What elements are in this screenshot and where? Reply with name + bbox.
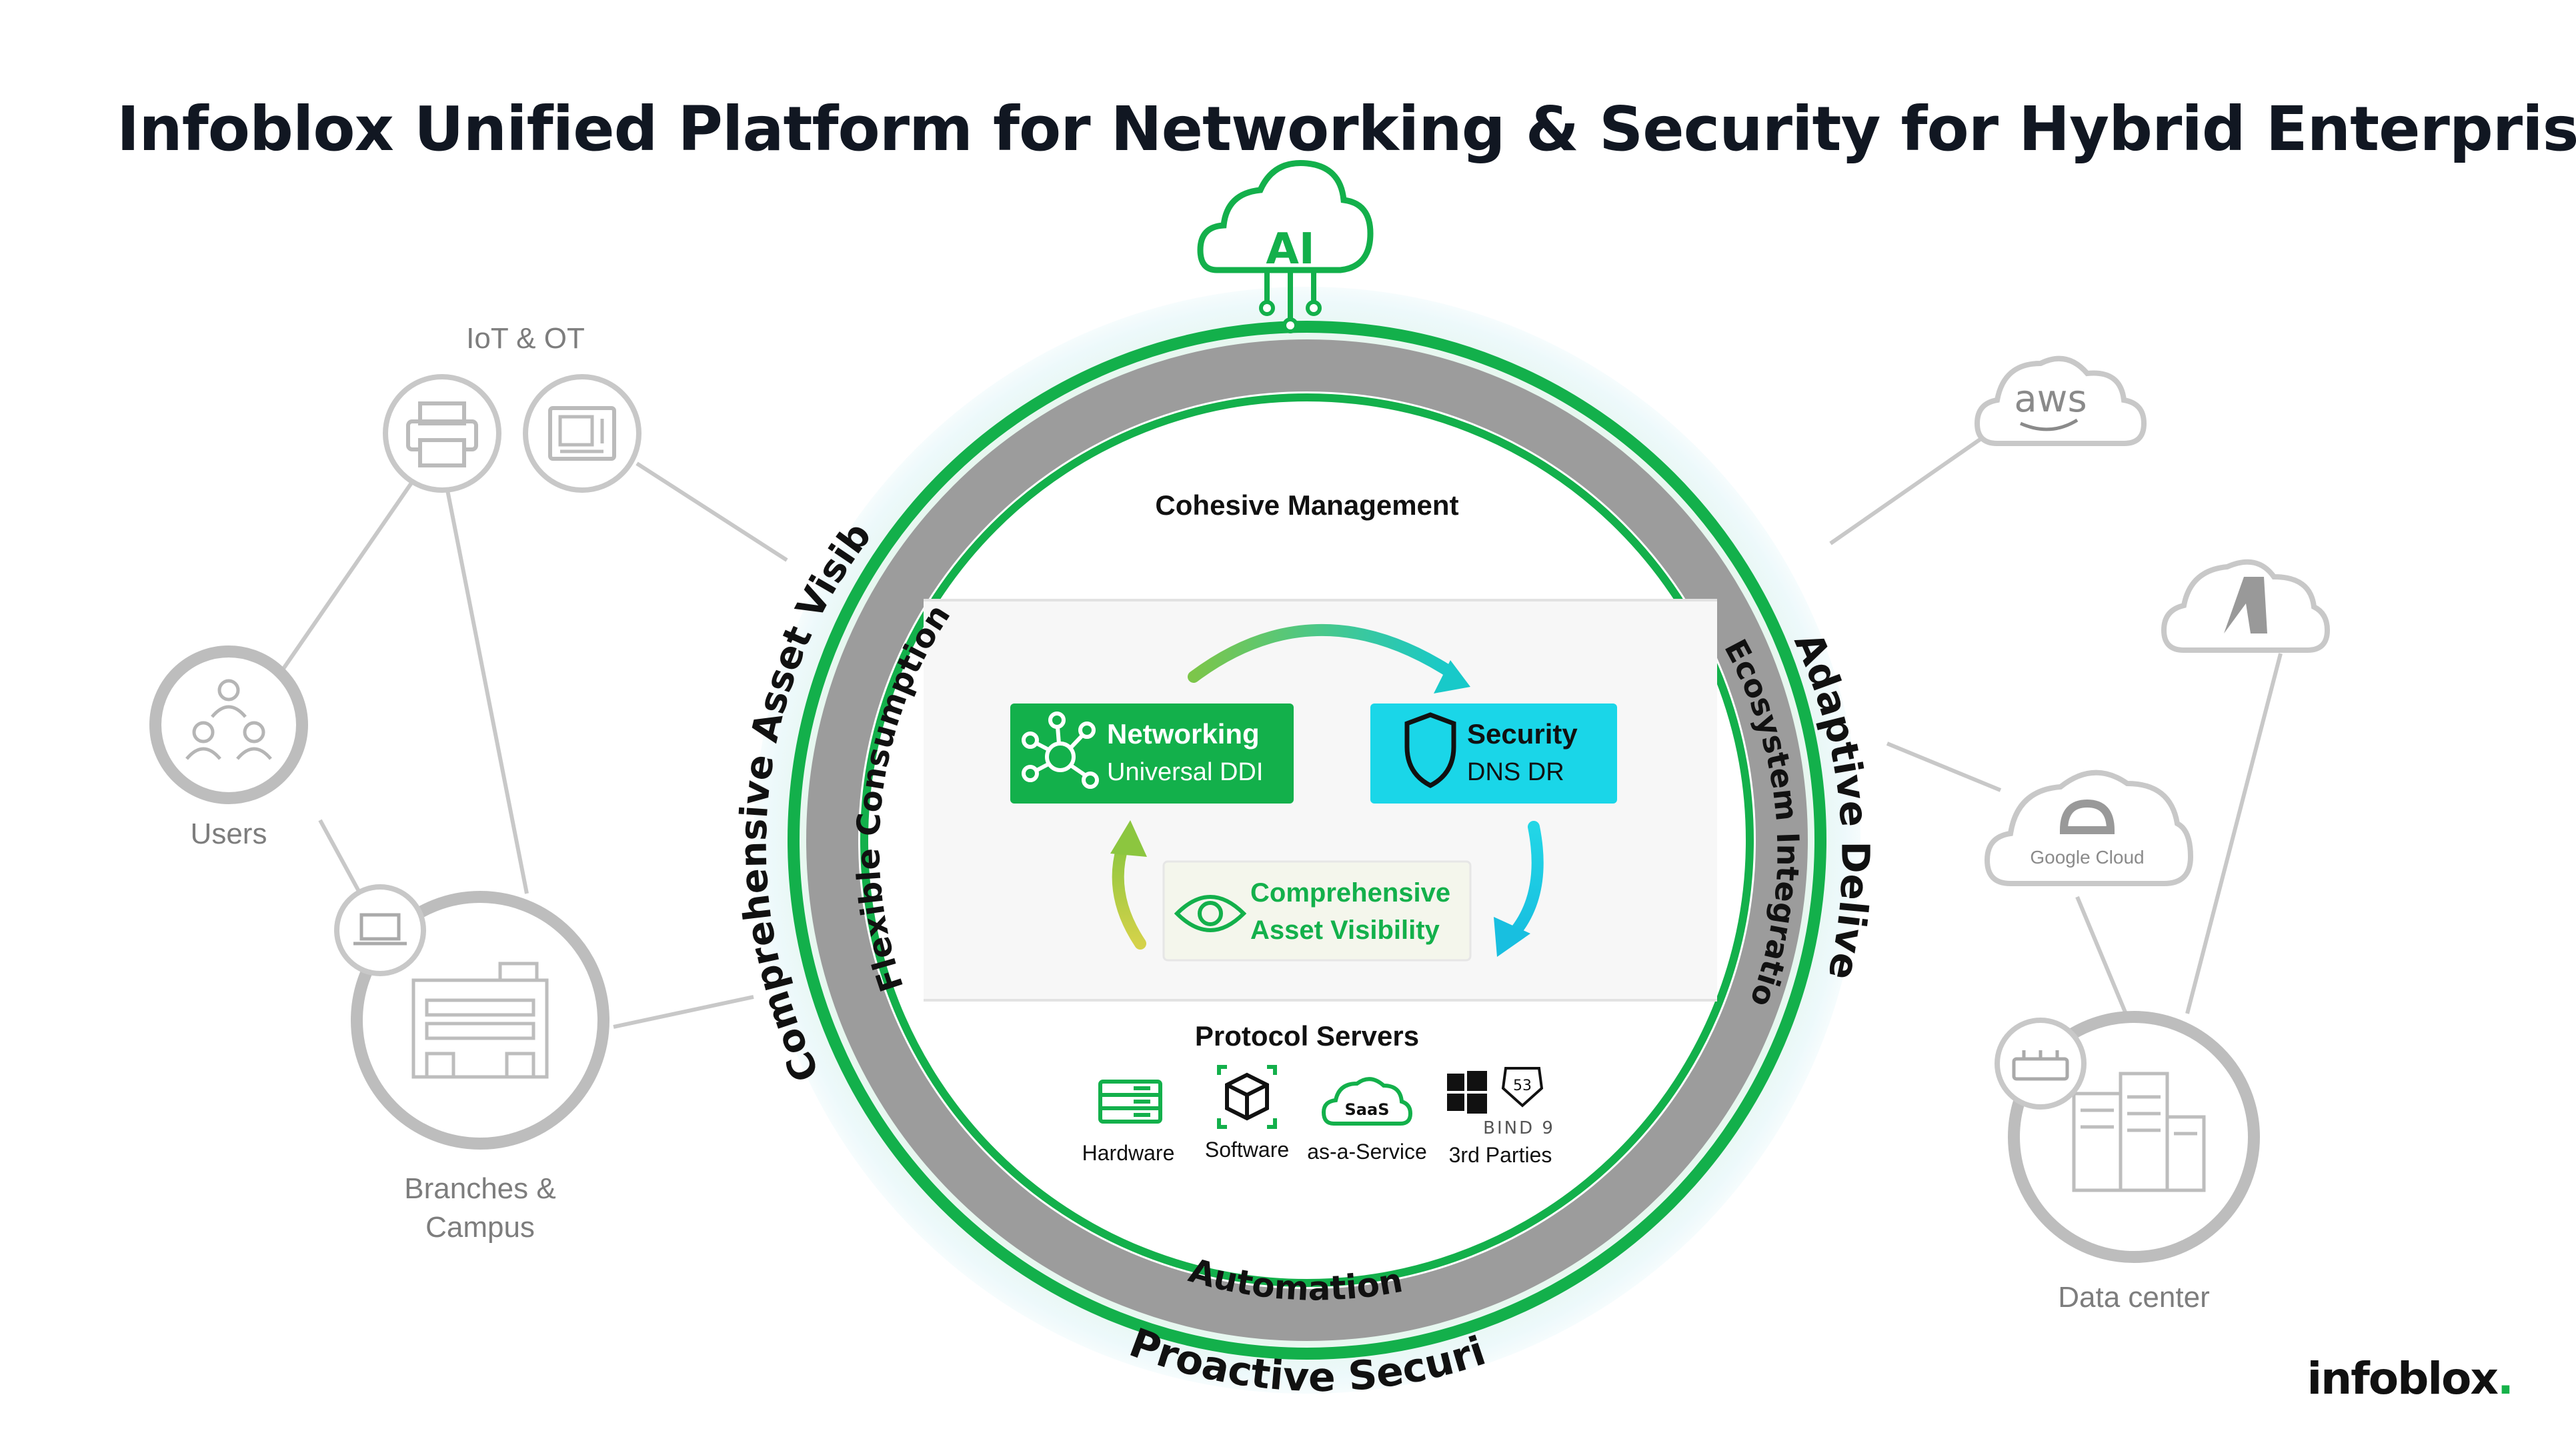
- saas-cloud-icon: SaaS: [1321, 1077, 1413, 1126]
- aws-label: aws: [2014, 377, 2087, 421]
- ai-cloud-icon: [1197, 160, 1374, 333]
- connector-lines: [278, 435, 2283, 1029]
- branches-label-line1: Branches &: [404, 1172, 555, 1205]
- inner-green-ring: [860, 393, 1754, 1287]
- users-icon: [149, 645, 308, 804]
- building-icon: [351, 891, 609, 1150]
- networking-card: Networking Universal DDI: [1010, 703, 1294, 804]
- networking-title: Networking: [1107, 718, 1260, 750]
- saas-badge: SaaS: [1345, 1100, 1390, 1119]
- visibility-line1: Comprehensive: [1250, 878, 1450, 908]
- users-label: Users: [191, 818, 267, 850]
- route53-badge: 53: [1513, 1078, 1532, 1094]
- page-title: Infoblox Unified Platform for Networking…: [117, 93, 2576, 165]
- eye-icon: [1174, 895, 1247, 932]
- shield-icon: [1404, 712, 1456, 788]
- branches-label-line2: Campus: [425, 1211, 535, 1244]
- third-parties-label: 3rd Parties: [1449, 1143, 1552, 1167]
- laptop-icon: [334, 884, 426, 976]
- control-panel-icon: [523, 374, 641, 493]
- hardware-label: Hardware: [1082, 1141, 1175, 1165]
- network-hub-icon: [1022, 711, 1099, 789]
- router-icon: [1995, 1018, 2087, 1110]
- cube-icon: [1217, 1065, 1277, 1129]
- infoblox-logo: infoblox.: [2307, 1353, 2514, 1404]
- security-subtitle: DNS DR: [1467, 758, 1564, 786]
- security-card: Security DNS DR: [1370, 703, 1617, 804]
- cohesive-management-label: Cohesive Management: [1155, 489, 1458, 521]
- azure-cloud-icon: [2161, 559, 2331, 653]
- bind9-badge: BIND 9: [1483, 1118, 1555, 1138]
- logo-dot: .: [2497, 1353, 2514, 1404]
- outer-green-ring: [788, 321, 1826, 1360]
- cycle-arrows: [1110, 623, 1544, 957]
- google-cloud-label: Google Cloud: [2030, 847, 2144, 868]
- security-title: Security: [1467, 718, 1578, 750]
- software-label: Software: [1205, 1138, 1289, 1162]
- inner-grey-ring: [806, 339, 1808, 1341]
- data-center-label: Data center: [2058, 1281, 2209, 1314]
- visibility-card: Comprehensive Asset Visibility: [1162, 860, 1472, 962]
- as-a-service-label: as-a-Service: [1307, 1140, 1427, 1164]
- google-cloud-icon: Google Cloud: [1984, 770, 2194, 886]
- logo-text: infoblox: [2307, 1353, 2498, 1404]
- ai-badge-label: AI: [1266, 225, 1314, 274]
- printer-icon: [383, 374, 501, 493]
- protocol-servers-title: Protocol Servers: [1195, 1020, 1419, 1052]
- iot-ot-label: IoT & OT: [466, 322, 585, 355]
- networking-subtitle: Universal DDI: [1107, 758, 1263, 786]
- third-party-logos-icon: 53 BIND 9: [1447, 1067, 1555, 1138]
- visibility-line2: Asset Visibility: [1250, 916, 1440, 945]
- aws-cloud-icon: aws: [1974, 355, 2147, 446]
- server-icon: [1098, 1080, 1162, 1124]
